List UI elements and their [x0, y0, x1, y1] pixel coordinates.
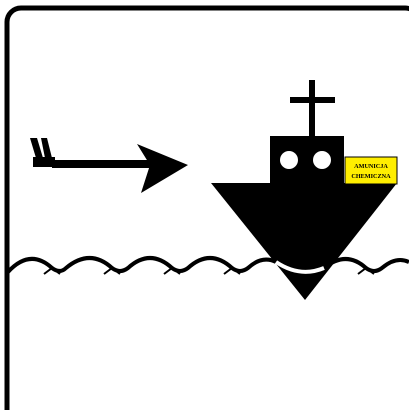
- wave-line: [6, 256, 277, 274]
- ship-mast: [309, 80, 315, 138]
- pictogram-frame: [4, 5, 409, 410]
- cargo-label-line1: AMUNICJA: [354, 163, 388, 170]
- hull-waterline: [274, 260, 325, 274]
- cargo-label: AMUNICJA CHEMICZNA: [344, 156, 398, 185]
- porthole-left-icon: [280, 151, 298, 169]
- cargo-label-line2: CHEMICZNA: [351, 173, 391, 180]
- torpedo-arrow-icon: [30, 138, 188, 193]
- wave-crests: [43, 266, 375, 275]
- ship-hull: [211, 183, 397, 300]
- arrow-icon: [52, 144, 188, 193]
- waves-icon: [6, 256, 409, 275]
- torpedo-icon: [30, 138, 55, 167]
- ship-icon: AMUNICJA CHEMICZNA: [211, 80, 398, 300]
- ship-mast-crossbar: [290, 97, 335, 103]
- porthole-right-icon: [313, 151, 331, 169]
- wave-line-right: [322, 257, 409, 273]
